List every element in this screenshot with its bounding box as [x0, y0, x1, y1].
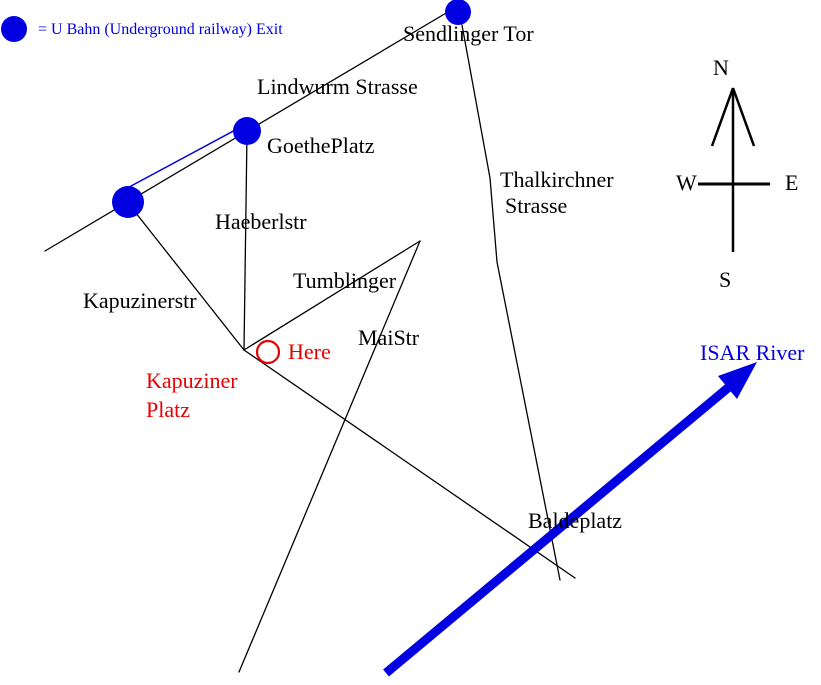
street-maistr	[238, 240, 421, 673]
label-kapuziner-platz-line1: Kapuziner	[146, 368, 238, 393]
street-tumblinger	[243, 240, 421, 351]
ubahn-exit-marker-sendlinger-tor	[445, 0, 471, 25]
compass-label-east: E	[785, 170, 798, 195]
compass-rose-icon	[698, 87, 770, 252]
compass-label-south: S	[719, 267, 731, 292]
label-goetheplatz: GoethePlatz	[267, 133, 375, 158]
legend-ubahn-exit-icon	[1, 16, 27, 42]
compass-arrowhead-left	[710, 87, 735, 147]
label-lindwurm-strasse: Lindwurm Strasse	[257, 74, 418, 99]
compass-label-north: N	[713, 55, 729, 80]
street-kapuzinerstr	[127, 202, 245, 351]
label-kapuzinerstr: Kapuzinerstr	[83, 288, 197, 313]
ubahn-railway-line	[117, 120, 253, 194]
label-tumblinger: Tumblinger	[293, 268, 397, 293]
isar-river-arrow-icon	[383, 362, 757, 677]
street-haeberlstr	[243, 132, 248, 351]
label-haeberlstr: Haeberlstr	[215, 209, 307, 234]
label-thalkirchner-strasse-line2: Strasse	[505, 193, 567, 218]
label-isar-river: ISAR River	[700, 340, 805, 365]
label-kapuziner-platz-line2: Platz	[146, 397, 190, 422]
legend-text: = U Bahn (Underground railway) Exit	[38, 21, 283, 38]
label-sendlinger-tor: Sendlinger Tor	[403, 21, 534, 46]
ubahn-exit-marker-goetheplatz	[233, 117, 261, 145]
street-thalkirchner-strasse	[461, 24, 561, 581]
here-marker-icon	[255, 339, 281, 365]
ubahn-exit-marker-west	[112, 186, 144, 218]
river-arrow-shaft	[383, 383, 732, 677]
label-here: Here	[288, 339, 331, 364]
label-thalkirchner-strasse-line1: Thalkirchner	[500, 167, 614, 192]
river-arrow-head	[718, 362, 757, 399]
compass-label-west: W	[676, 170, 697, 195]
compass-arrowhead-right	[731, 87, 756, 147]
label-maistr: MaiStr	[358, 325, 420, 350]
street-kapuzinerstr-extension	[243, 349, 576, 579]
label-baldeplatz: Baldeplatz	[528, 508, 622, 533]
